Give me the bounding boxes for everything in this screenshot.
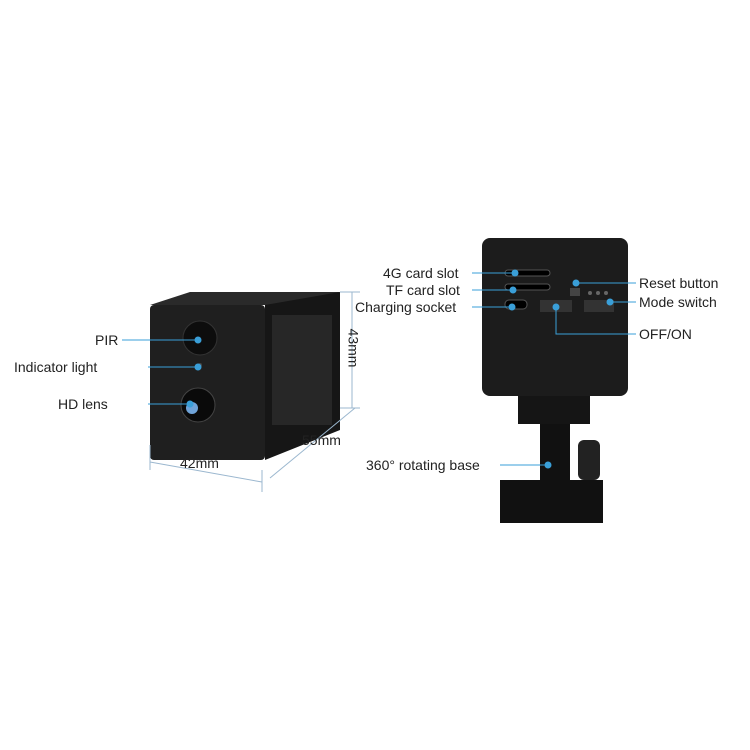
4g-card-slot-label: 4G card slot bbox=[383, 265, 459, 281]
mode-switch-label: Mode switch bbox=[639, 294, 717, 310]
height-dimension: 43mm bbox=[345, 328, 362, 368]
charging-socket-label: Charging socket bbox=[355, 299, 457, 315]
hd-lens-label: HD lens bbox=[58, 396, 108, 412]
indicator-light-label: Indicator light bbox=[14, 359, 98, 375]
depth-dimension: 55mm bbox=[302, 432, 341, 448]
lens-icon bbox=[180, 387, 216, 423]
tf-card-slot-label: TF card slot bbox=[386, 282, 460, 298]
off-on-label: OFF/ON bbox=[639, 326, 692, 342]
pir-label: PIR bbox=[95, 332, 119, 348]
knob-icon bbox=[578, 440, 600, 480]
width-dimension: 42mm bbox=[180, 455, 219, 471]
dimension-lines bbox=[149, 291, 360, 492]
reset-button-label: Reset button bbox=[639, 275, 719, 291]
rotating-base-label: 360° rotating base bbox=[366, 457, 480, 473]
camera-front-view bbox=[150, 292, 340, 460]
camera-back-view bbox=[482, 238, 628, 523]
